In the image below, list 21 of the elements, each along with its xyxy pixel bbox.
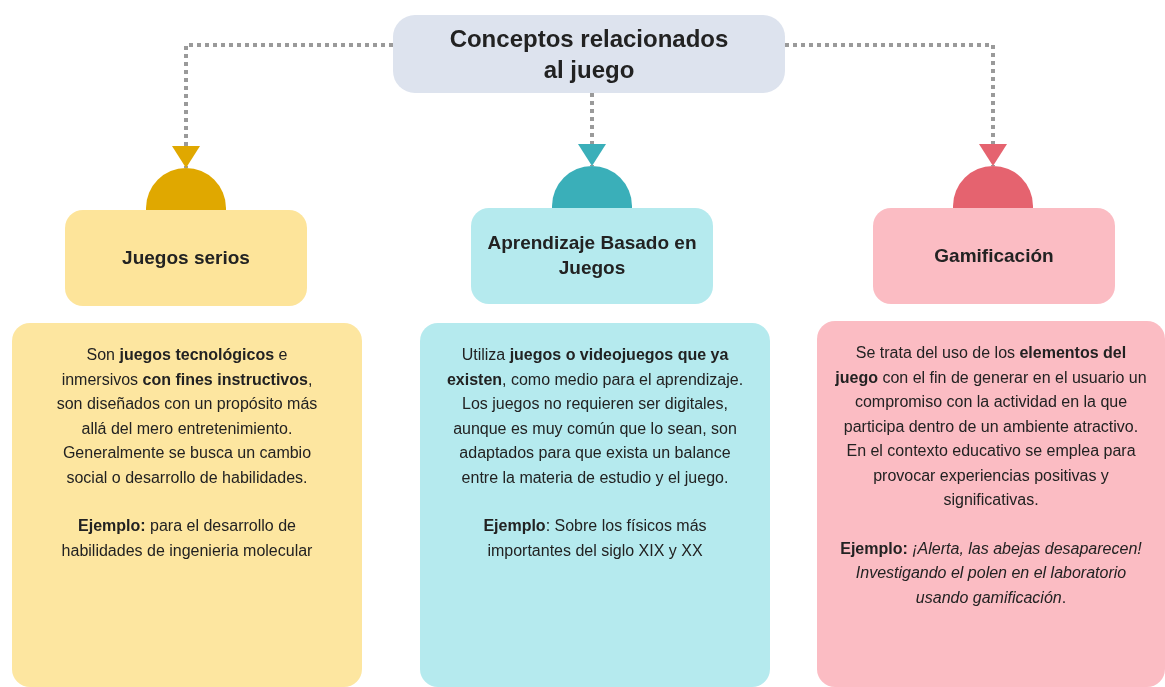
heading-text: Gamificación [934,243,1054,268]
description-text: Se trata del uso de los elementos del juego con el fin de generar en el usuario un compromiso con la actividad en la que participa dentro de un ambiente atractivo. [834,343,1148,437]
heading-text: Juegos serios [122,245,250,270]
example-text: Ejemplo: ¡Alerta, las abejas desaparecen! Investigando el polen en el laboratorio usando gamificación. [839,538,1143,608]
description-text: En el contexto educativo se emplea para provocar experiencias positivas y significativas. [845,441,1137,510]
heading-box [65,210,307,306]
description-text: Utiliza juegos o videojuegos que ya existen, como medio para el aprendizaje. Los juegos no requieren ser digitales, aunque es muy común que lo sean, son adaptados para que exista un balance entre la materia de estudio y el juego. [446,345,744,488]
arrow [172,43,393,168]
arrow [785,43,1007,166]
example-text: Ejemplo: para el desarrollo de habilidades de ingenieria molecular [60,516,314,561]
description-box [420,323,770,687]
title-text: Conceptos relacionados al juego [448,23,730,85]
description-box [817,321,1165,687]
description-box [12,323,362,687]
example-text: Ejemplo: Sobre los físicos más importantes del siglo XIX y XX [482,516,708,561]
description-text: Son juegos tecnológicos e inmersivos con fines instructivos, son diseñados con un propósito más allá del mero entretenimiento. Generalmente se busca un cambio social o desarrollo de habilidades. [55,345,319,488]
arrow [578,93,606,166]
title-box [393,15,785,93]
heading-box [471,208,713,304]
heading-box [873,208,1115,304]
heading-text: Aprendizaje Basado en Juegos [487,231,697,280]
